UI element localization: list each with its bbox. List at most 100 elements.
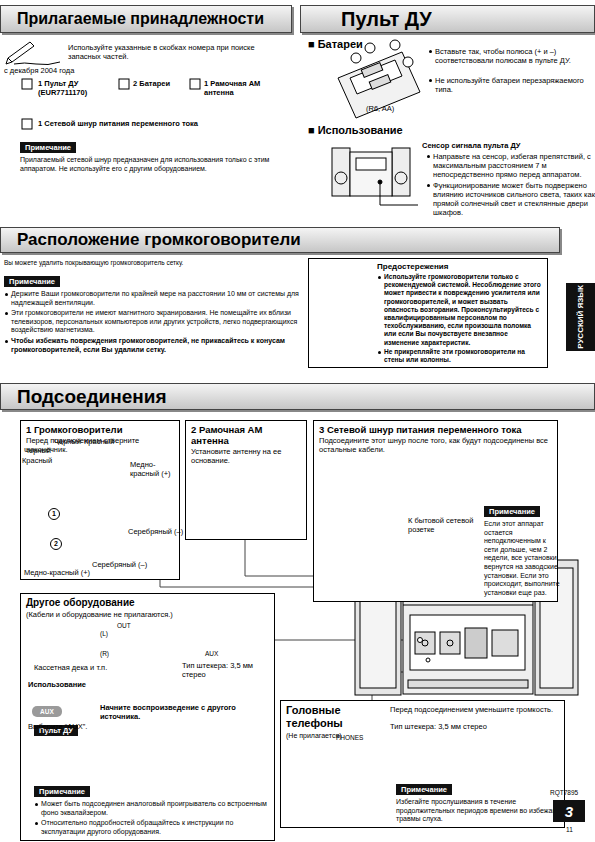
drawing-path [338, 52, 420, 118]
drawing-circle [447, 640, 453, 646]
label: RQT7895 [550, 789, 578, 797]
label: 2 Батареи [133, 79, 170, 88]
box-heading: 2 Рамочная АМ антенна [191, 424, 301, 446]
label: 1 Рамочная АМ антенна [204, 79, 276, 97]
box-text: (Кабели и оборудование не прилагаются.) [26, 610, 269, 619]
note-tag: Примечание [34, 786, 90, 797]
box-heading: 1 Громкоговорители [26, 424, 174, 435]
label: с декабря 2004 года [4, 66, 74, 75]
drawing-rect [119, 79, 129, 89]
label: Тип штекера: 3,5 мм стерео [390, 722, 560, 731]
label: Кассетная дека и т.п. [34, 663, 107, 672]
box-node: Головные телефоны(Не прилагается)Примеча… [280, 700, 565, 828]
band-text: Расположение громкоговорители [17, 230, 301, 250]
drawing-circle [390, 40, 400, 50]
label: (R6, AA) [366, 104, 394, 113]
label: ■ Использование [308, 124, 403, 137]
band-text: Подсоединения [17, 386, 167, 408]
drawing-rect [392, 148, 410, 196]
drawing-path [380, 182, 418, 205]
drawing-rect [369, 75, 391, 90]
box-heading: Предостережения [377, 262, 542, 272]
label: Черный [24, 446, 51, 455]
drawing-path [14, 62, 60, 65]
label: Красный [22, 456, 52, 465]
drawing-circle [395, 172, 407, 184]
pencil-icon [6, 42, 60, 65]
note-node: ПримечаниеМожет быть подсоединен аналого… [34, 780, 272, 836]
drawing-rect [350, 152, 392, 196]
label: Серебряный (–) [92, 560, 147, 569]
label: Вставьте так, чтобы полюса (+ и –) соотв… [428, 47, 595, 65]
drawing-rect [410, 615, 525, 670]
note-text: Чтобы избежать повреждения громкоговорит… [4, 337, 304, 354]
label: Красный [84, 437, 114, 446]
drawing-rect [415, 632, 435, 654]
note-node: ПримечаниеПрилагаемый сетевой шнур предн… [20, 136, 292, 173]
label: Медно-красный (+) [130, 460, 176, 478]
label: 2 [50, 538, 62, 550]
caution-node: ПредостереженияИспользуйте громкоговорит… [308, 258, 548, 368]
drawing-rect [492, 630, 518, 656]
drawing-path [350, 60, 402, 94]
stereo-small-drawing [332, 148, 418, 205]
note-text: Если этот аппарат остается неподключенны… [484, 520, 560, 597]
drawing-rect [190, 79, 200, 89]
box-heading: 3 Сетевой шнур питания переменного тока [319, 424, 552, 435]
label: Серебряный (–) [128, 527, 183, 536]
label: OUT [117, 622, 131, 630]
drawing-circle [378, 180, 382, 184]
drawing-rect [440, 632, 460, 654]
drawing-circle [426, 658, 430, 662]
drawing-rect [361, 63, 383, 78]
label: Направьте на сенсор, избегая препятствий… [426, 152, 595, 179]
drawing-path [6, 58, 12, 64]
drawing-rect [408, 680, 528, 688]
drawing-path [8, 42, 34, 62]
note-tag: Примечание [396, 784, 452, 795]
label: Функционирование может быть подвержено в… [426, 181, 595, 217]
band-node: Прилагаемые принадлежности [0, 5, 292, 33]
label: Черный [54, 437, 81, 446]
label: Медно-красный (+) [24, 568, 90, 577]
label: Сенсор сигнала пульта ДУ [422, 141, 592, 150]
drawing-circle [351, 53, 361, 63]
label: Не используйте батареи перезаряжаемого т… [428, 76, 595, 94]
box-node: 2 Рамочная АМ антеннаУстановите антенну … [185, 420, 307, 540]
pnum-text: 3 [565, 803, 573, 820]
label: Тип штекера: 3,5 мм стерео [182, 661, 270, 679]
drawing-circle [422, 640, 428, 646]
note-text: Эти громкоговорители не имеют магнитного… [4, 309, 304, 335]
drawing-circle [335, 172, 347, 184]
label: AUX [205, 650, 218, 658]
note-text: Избегайте прослушивания в течение продол… [396, 798, 566, 824]
band-text: Прилагаемые принадлежности [17, 10, 264, 28]
label: PHONES [336, 734, 363, 742]
note-tag: Примечание [484, 506, 540, 517]
box-node: 3 Сетевой шнур питания переменного токаП… [313, 420, 558, 602]
band-node: Расположение громкоговорители [0, 227, 560, 253]
label: (L) [100, 630, 108, 638]
remote-batteries-drawing [338, 40, 420, 118]
band-node: Подсоединения [0, 383, 595, 410]
label: ■ Батареи [308, 38, 363, 51]
drawing-circle [365, 43, 375, 53]
band-text: Пульт ДУ [341, 8, 432, 31]
label: 11 [566, 826, 573, 834]
label: К бытовой сетевой розетке [408, 516, 478, 534]
label: Вы можете удалить покрывающую громкогово… [4, 259, 304, 267]
pnum-node: 3 [553, 800, 585, 822]
tab-node: РУССКИЙ ЯЗЫК [566, 283, 595, 351]
box-text: Не прикрепляйте эти громкоговорители на … [377, 348, 542, 364]
note-node: ПримечаниеДержите Ваши громкоговорители … [4, 270, 304, 354]
note-node: ПримечаниеИзбегайте прослушивания в тече… [396, 778, 566, 824]
note-text: Прилагаемый сетевой шнур предназначен дл… [20, 156, 292, 173]
box-text: Установите антенну на ее основание. [191, 447, 301, 465]
label: 1 [48, 508, 60, 520]
box-heading: Головные телефоны [286, 704, 386, 730]
box-text: Используйте громкоговорители только с ре… [377, 273, 542, 347]
drawing-circle [403, 57, 413, 67]
label: 1 Пульт ДУ (EUR7711170) [38, 79, 116, 97]
tab-text: РУССКИЙ ЯЗЫК [576, 285, 585, 349]
note-tag: Примечание [4, 276, 60, 287]
